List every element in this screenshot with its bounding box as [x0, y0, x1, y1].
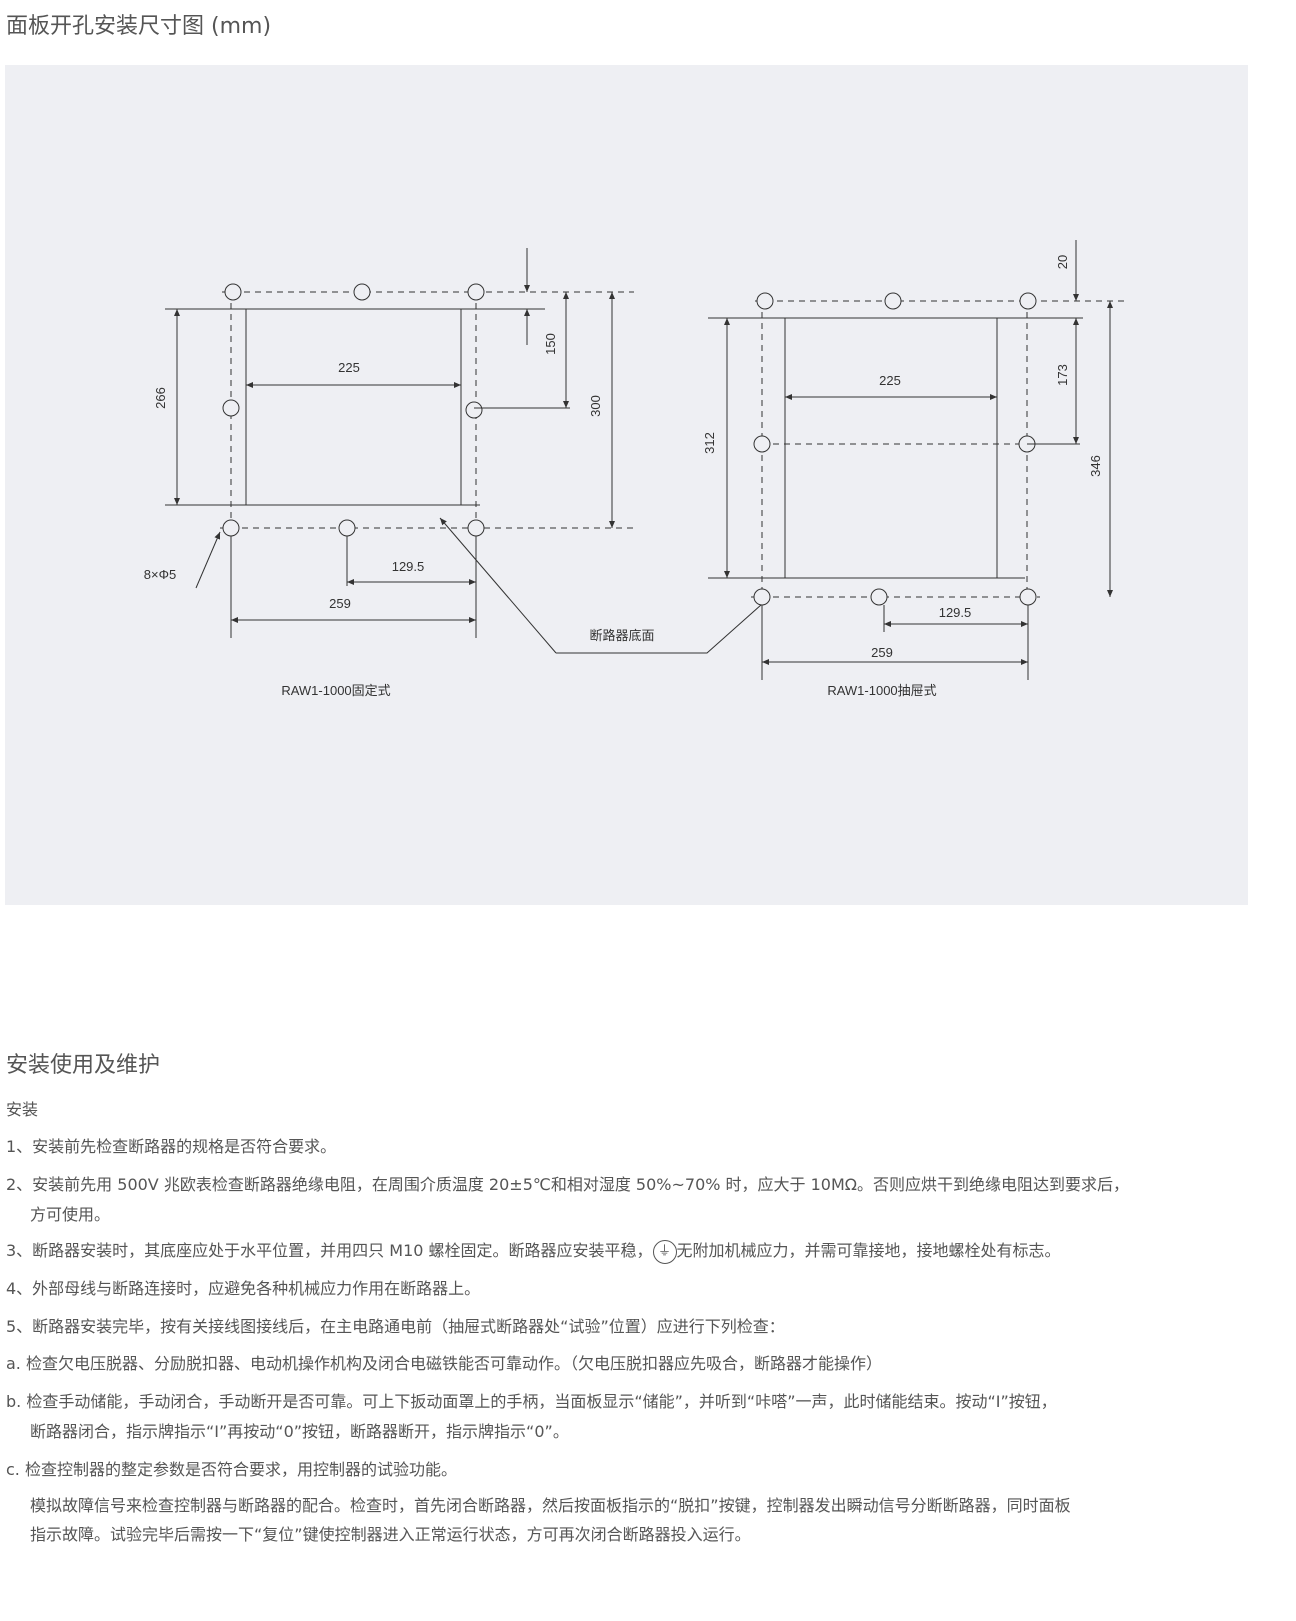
dim-266: 266 — [153, 387, 168, 409]
section-subtitle: 安装 — [6, 1100, 39, 1119]
ground-icon: ⏚ — [652, 1239, 677, 1264]
item-5: 5、断路器安装完毕，按有关接线图接线后，在主电路通电前（抽屉式断路器处“试验”位… — [6, 1317, 785, 1336]
item-c-detail-cont: 指示故障。试验完毕后需按一下“复位”键使控制器进入正常运行状态，方可再次闭合断路… — [30, 1525, 751, 1544]
item-c-detail: 模拟故障信号来检查控制器与断路器的配合。检查时，首先闭合断路器，然后按面板指示的… — [30, 1496, 1071, 1515]
dim-300: 300 — [588, 395, 603, 417]
dim-346: 346 — [1088, 455, 1103, 477]
dim-225-drawer: 225 — [879, 373, 901, 388]
dim-259: 259 — [329, 596, 351, 611]
page-title: 面板开孔安装尺寸图 (mm) — [6, 14, 272, 39]
section-title: 安装使用及维护 — [6, 1053, 161, 1078]
mounting-holes — [753, 292, 1037, 606]
dim-312: 312 — [702, 432, 717, 454]
mounting-holes — [222, 283, 485, 537]
dim-259-drawer: 259 — [871, 645, 893, 660]
item-c: c. 检查控制器的整定参数是否符合要求，用控制器的试验功能。 — [6, 1460, 457, 1479]
dim-173: 173 — [1055, 364, 1070, 386]
item-2: 2、安装前先用 500V 兆欧表检查断路器绝缘电阻，在周围介质温度 20±5℃和… — [6, 1175, 1130, 1194]
dim-129-5: 129.5 — [392, 559, 425, 574]
drawer-drawing — [708, 240, 1125, 680]
dim-129-5-drawer: 129.5 — [939, 605, 972, 620]
dim-20: 20 — [1055, 255, 1070, 269]
drawer-caption: RAW1-1000抽屉式 — [827, 683, 936, 698]
item-2-cont: 方可使用。 — [30, 1205, 111, 1224]
item-b: b. 检查手动储能，手动闭合，手动断开是否可靠。可上下扳动面罩上的手柄，当面板显… — [6, 1392, 1057, 1411]
fixed-drawing — [165, 248, 634, 638]
item-4: 4、外部母线与断路连接时，应避免各种机械应力作用在断路器上。 — [6, 1279, 481, 1298]
dim-225: 225 — [338, 360, 360, 375]
holes-label: 8×Φ5 — [144, 567, 176, 582]
item-3: 3、断路器安装时，其底座应处于水平位置，并用四只 M10 螺栓固定。断路器应安装… — [6, 1236, 1061, 1266]
item-3-text-a: 3、断路器安装时，其底座应处于水平位置，并用四只 M10 螺栓固定。断路器应安装… — [6, 1241, 653, 1260]
item-3-text-b: 无附加机械应力，并需可靠接地，接地螺栓处有标志。 — [676, 1241, 1061, 1260]
dim-150: 150 — [543, 333, 558, 355]
cutout-diagram: 266 225 150 300 129.5 259 8×Φ5 RAW1-1000… — [5, 65, 1248, 905]
item-a: a. 检查欠电压脱器、分励脱扣器、电动机操作机构及闭合电磁铁能否可靠动作。（欠电… — [6, 1354, 882, 1373]
item-1: 1、安装前先检查断路器的规格是否符合要求。 — [6, 1137, 337, 1156]
bottom-label: 断路器底面 — [589, 628, 654, 643]
fixed-caption: RAW1-1000固定式 — [281, 683, 390, 698]
item-b-cont: 断路器闭合，指示牌指示“I”再按动“0”按钮，断路器断开，指示牌指示“0”。 — [30, 1422, 569, 1441]
